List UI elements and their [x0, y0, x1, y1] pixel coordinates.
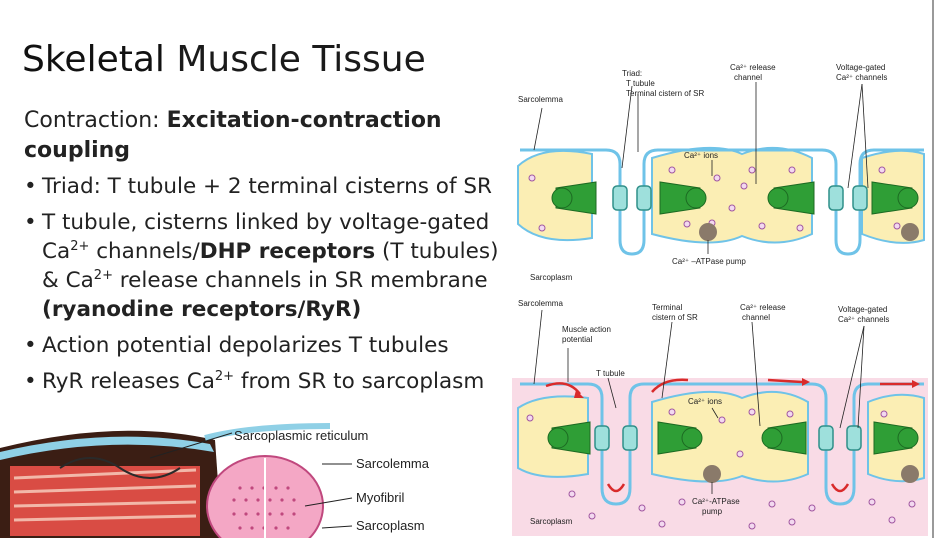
leader-myofibril — [304, 497, 353, 507]
label-ca-ions: Ca²⁺ ions — [688, 397, 722, 406]
bullet-item-action-potential: •Action potential depolarizes T tubules — [22, 331, 522, 360]
bullet-text: channels/ — [89, 239, 200, 264]
calcium-ions — [526, 408, 916, 530]
bullet-text: T tubule, cisterns linked by voltage-gat… — [42, 210, 490, 264]
leader-vg-channel — [861, 83, 869, 189]
bullet-dot-icon: • — [24, 210, 37, 235]
label-sarcoplasm: Sarcoplasm — [530, 273, 573, 282]
label-potential: potential — [562, 335, 592, 344]
triad-resting-diagram: Sarcolemma Triad: T tubule Terminal cist… — [512, 58, 928, 290]
label-terminal-cistern: Terminal cistern of SR — [626, 89, 704, 98]
ryanodine-receptors — [547, 421, 919, 455]
bullet-item-linkage: •T tubule, cisterns linked by voltage-ga… — [22, 208, 522, 324]
bullet-text: RyR releases Ca — [42, 369, 215, 394]
bullet-item-triad: •Triad: T tubule + 2 terminal cisterns o… — [22, 172, 522, 201]
label-sarcolemma: Sarcolemma — [518, 95, 563, 104]
myofilament-dots — [232, 486, 296, 530]
arrowhead-icon — [574, 378, 920, 398]
label-sarcoplasm: Sarcoplasm — [530, 517, 573, 526]
leader-vg-channel — [839, 325, 865, 429]
label-muscle-action: Muscle action — [562, 325, 611, 334]
label-sarcoplasmic-reticulum: Sarcoplasmic reticulum — [234, 428, 368, 443]
label-sarcolemma: Sarcolemma — [356, 456, 430, 471]
slide-subtitle: Contraction: Excitation-contraction coup… — [24, 106, 494, 166]
label-pump: pump — [702, 507, 723, 516]
sarcolemma-edge — [204, 423, 331, 441]
slide-title: Skeletal Muscle Tissue — [22, 38, 426, 82]
bullet-bold: DHP receptors — [199, 239, 376, 264]
voltage-gated-channels — [612, 185, 868, 211]
label-terminal: Terminal — [652, 303, 682, 312]
leader-ca-release — [751, 321, 761, 427]
bullet-text: (T tubules) & Ca — [42, 239, 499, 293]
sr-cistern — [651, 146, 813, 244]
leader-sarcoplasm — [321, 525, 353, 529]
atpase-pumps — [703, 465, 919, 483]
bullet-dot-icon: • — [24, 174, 37, 199]
leader-vg-channel — [857, 325, 865, 429]
superscript: 2+ — [214, 369, 235, 384]
leader-vg-channel — [847, 83, 863, 189]
bullet-dot-icon: • — [24, 369, 37, 394]
leader-t-tubule — [607, 377, 617, 409]
bullet-dot-icon: • — [24, 333, 37, 358]
subtitle-bold: Excitation-contraction coupling — [24, 108, 442, 163]
voltage-gated-channels — [594, 425, 862, 451]
label-t-tubule: T tubule — [596, 369, 625, 378]
bullet-text: Action potential depolarizes T tubules — [42, 333, 449, 358]
leader-ca-ions — [711, 407, 719, 419]
label-voltage-gated: Voltage-gated — [838, 305, 887, 314]
bullet-text: from SR to sarcoplasm — [234, 369, 485, 394]
label-channel: channel — [734, 73, 762, 82]
atpase-pumps — [699, 223, 919, 241]
extracellular-area — [512, 298, 928, 378]
leader-terminal-cistern — [661, 321, 673, 399]
label-triad: Triad: — [622, 69, 642, 78]
superscript: 2+ — [93, 268, 113, 283]
leader-sarcolemma — [533, 107, 543, 151]
sarcolemma-membrane — [520, 148, 924, 256]
label-cistern-sr: cistern of SR — [652, 313, 698, 322]
superscript: 2+ — [70, 239, 90, 254]
sarcolemma-membrane — [520, 382, 924, 506]
label-ca-release: Ca²⁺ release — [740, 303, 786, 312]
bullet-item-ryr: •RyR releases Ca2+ from SR to sarcoplasm — [22, 367, 522, 396]
leader-sarcolemma — [533, 309, 543, 385]
label-myofibril: Myofibril — [356, 490, 405, 505]
label-channel: channel — [742, 313, 770, 322]
label-atpase: Ca²⁺-ATPase — [692, 497, 740, 506]
muscle-fiber-diagram: Sarcoplasmic reticulum Sarcolemma Myofib… — [0, 423, 430, 538]
label-ca-release: Ca²⁺ release — [730, 63, 776, 72]
label-voltage-gated: Voltage-gated — [836, 63, 885, 72]
sr-tubule — [59, 457, 181, 479]
leader-t-tubule — [621, 85, 633, 169]
label-sarcolemma: Sarcolemma — [518, 299, 563, 308]
title-keyword: Skeletal — [22, 39, 165, 80]
triad-excitation-diagram: Sarcolemma Muscle action potential T tub… — [512, 298, 928, 536]
label-ca-ions: Ca²⁺ ions — [684, 151, 718, 160]
leader-sr — [149, 432, 233, 459]
bullet-bold: (ryanodine receptors/RyR) — [42, 297, 362, 322]
bullet-text: release channels in SR membrane — [112, 268, 488, 293]
action-potential-arrows — [545, 378, 912, 493]
label-t-tubule: T tubule — [626, 79, 655, 88]
label-ca-channels: Ca²⁺ channels — [838, 315, 889, 324]
myofibril-striations — [13, 468, 197, 522]
label-atpase: Ca²⁺ –ATPase pump — [672, 257, 746, 266]
bullet-list: •Triad: T tubule + 2 terminal cisterns o… — [22, 172, 522, 403]
slide-edge — [932, 0, 934, 538]
subtitle-prefix: Contraction: — [24, 108, 167, 133]
label-ca-channels: Ca²⁺ channels — [836, 73, 887, 82]
sr-layer — [0, 436, 214, 460]
calcium-ions — [528, 166, 901, 232]
label-sarcoplasm: Sarcoplasm — [356, 518, 425, 533]
ryanodine-receptors — [551, 181, 919, 215]
bullet-text: Triad: T tubule + 2 terminal cisterns of… — [42, 174, 492, 199]
title-rest: Muscle Tissue — [176, 39, 426, 80]
